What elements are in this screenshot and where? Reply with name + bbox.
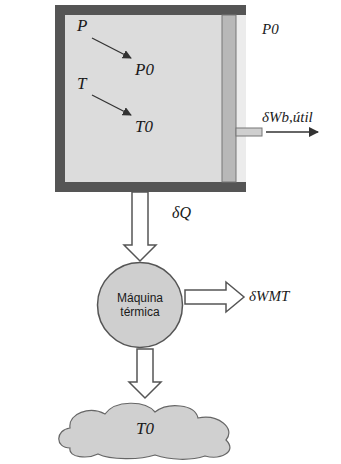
cylinder-space	[236, 15, 246, 182]
piston-cylinder: P P0T T0	[55, 5, 246, 192]
cylinder-wall	[55, 182, 246, 192]
reservoir-cloud: T0	[50, 398, 240, 460]
heat-flow-arrow	[129, 349, 161, 398]
state-symbol: T	[77, 75, 86, 92]
state-symbol: T0	[135, 118, 153, 135]
cylinder-wall	[55, 5, 246, 15]
gas-region	[65, 15, 222, 182]
piston-rod	[236, 128, 262, 136]
heat-label: δQ	[172, 205, 191, 221]
heat-flow-arrow	[124, 192, 156, 261]
pressure-label: P0	[262, 22, 279, 37]
process-arrow	[92, 38, 131, 58]
cylinder-wall	[55, 5, 65, 192]
piston	[222, 15, 236, 182]
process-arrow	[92, 95, 131, 115]
engine-label: Máquina térmica	[109, 291, 171, 320]
work-output-arrow	[185, 282, 244, 312]
work-label: δWMT	[249, 289, 289, 304]
work-label: δWb,útil	[262, 110, 313, 125]
heat-engine: Máquina térmica	[96, 261, 184, 349]
work-arrow	[266, 131, 318, 133]
temperature-symbol: T0	[136, 419, 154, 439]
state-symbol: P0	[135, 61, 154, 78]
state-symbol: P	[77, 17, 87, 34]
